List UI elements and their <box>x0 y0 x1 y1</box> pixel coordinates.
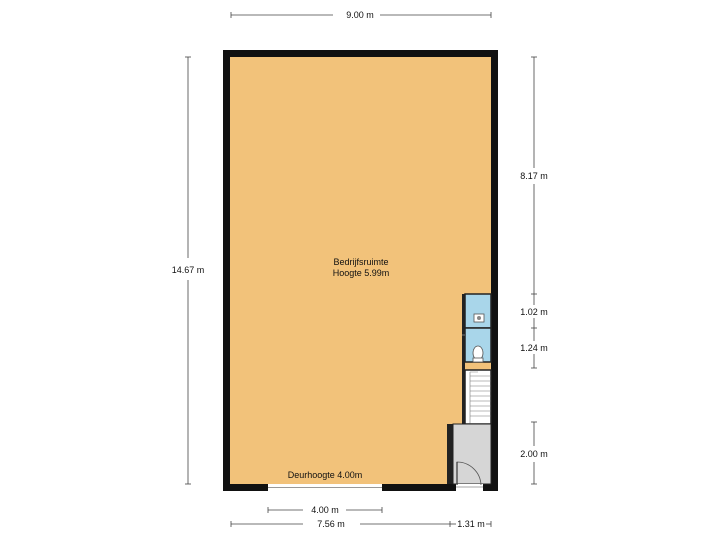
door-swing-icon <box>456 461 482 486</box>
inner-wall-lower <box>447 424 453 484</box>
entrance-hall <box>452 423 492 485</box>
room-height: Hoogte 5.99m <box>333 268 390 278</box>
washroom-1 <box>464 293 492 329</box>
room-name: Bedrijfsruimte <box>333 257 388 267</box>
dimension-top: 9.00 m <box>230 10 492 20</box>
dimension-right-lower-label: 2.00 m <box>520 449 548 459</box>
stairs-icon <box>469 371 491 424</box>
main-room-floor <box>230 57 491 484</box>
entrance-door-gap <box>456 484 483 491</box>
dimension-right-upper-label: 8.17 m <box>520 171 548 181</box>
door-height-label: Deurhoogte 4.00m <box>288 470 363 480</box>
dimension-top-label: 9.00 m <box>346 10 374 20</box>
dimension-right: 8.17 m 1.02 m 1.24 m 2.00 m <box>520 56 548 485</box>
dimension-left: 14.67 m <box>172 56 205 485</box>
dimension-door-label: 4.00 m <box>311 505 339 515</box>
dimension-right-wet2-label: 1.24 m <box>520 343 548 353</box>
dimension-bottom-side-label: 1.31 m <box>457 519 485 529</box>
dimension-left-label: 14.67 m <box>172 265 205 275</box>
dimension-bottom: 7.56 m 1.31 m <box>230 519 492 529</box>
dimension-bottom-main-label: 7.56 m <box>317 519 345 529</box>
inner-wall <box>462 294 465 424</box>
dimension-right-wet1-label: 1.02 m <box>520 307 548 317</box>
sink-icon <box>473 313 485 323</box>
stairs-area <box>464 369 492 425</box>
toilet-icon <box>472 345 484 363</box>
dimension-door: 4.00 m <box>267 505 383 515</box>
